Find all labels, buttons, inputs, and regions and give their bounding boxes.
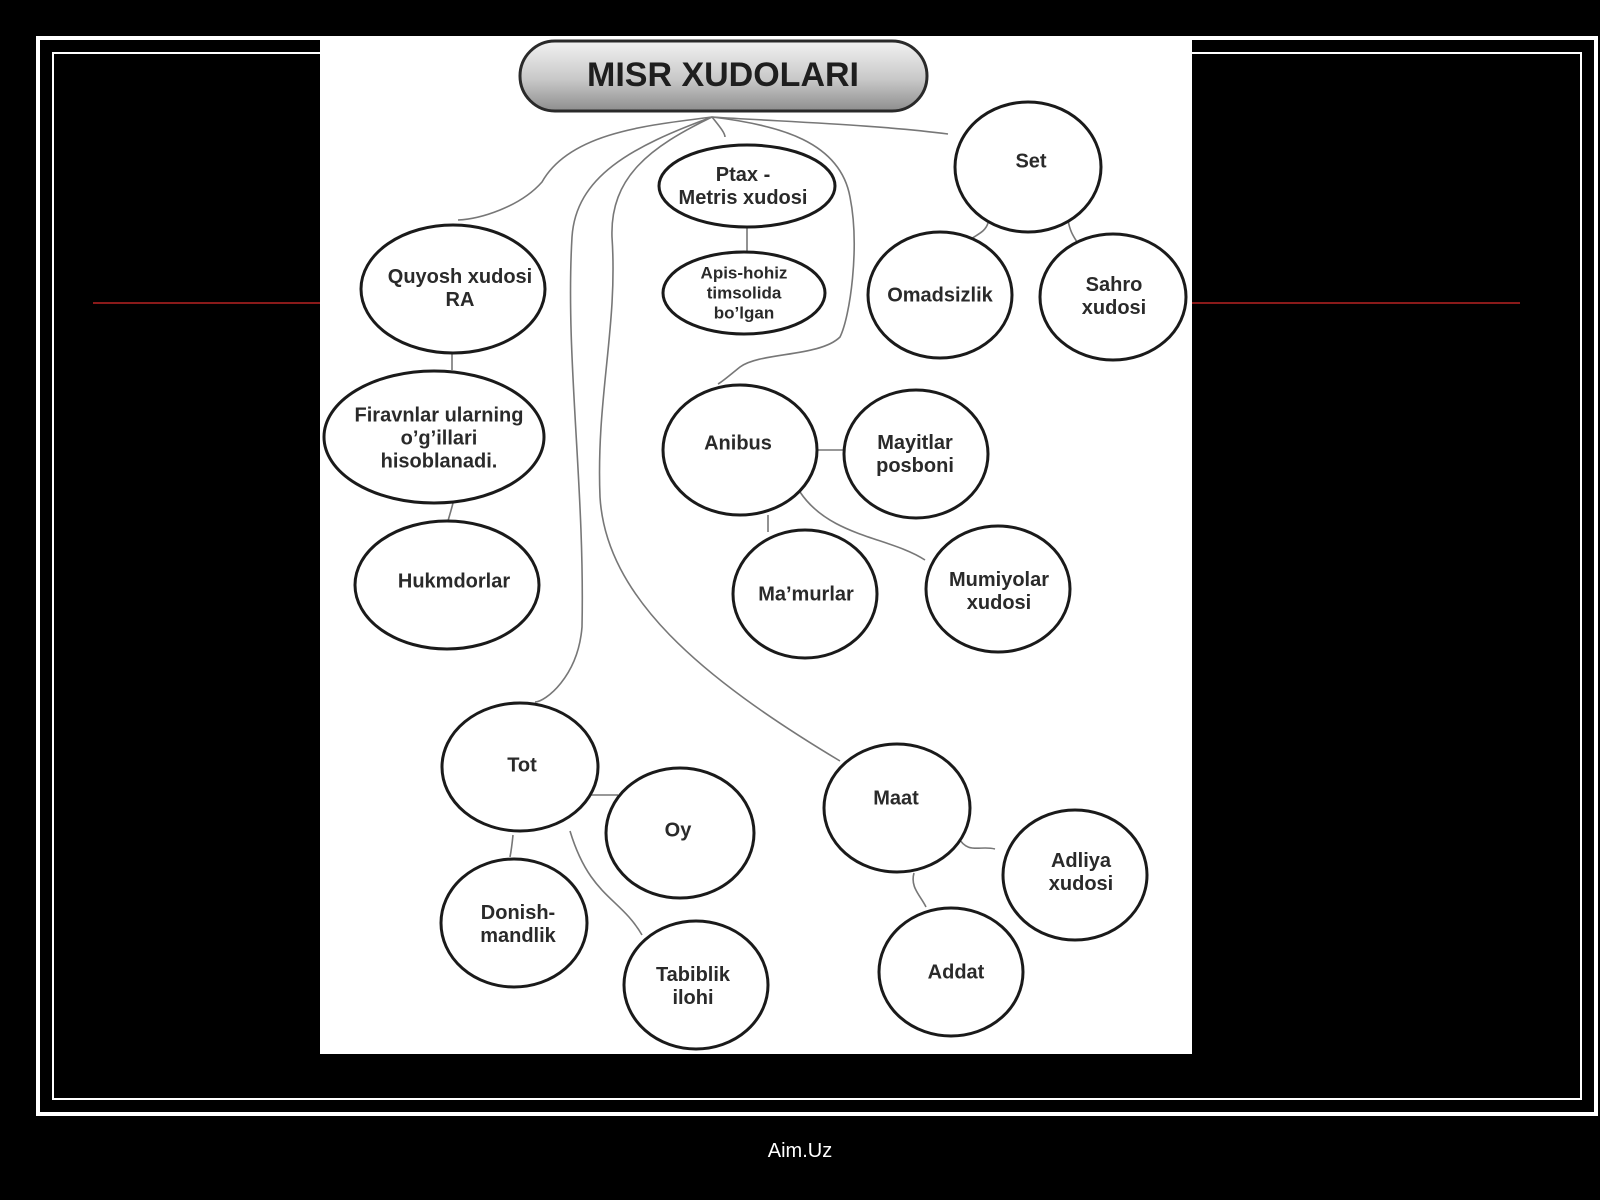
diagram-canvas: MISR XUDOLARI Ptax -Metris xu [322, 39, 1188, 1051]
connector-set-sahro [1067, 219, 1078, 243]
node-omadsizlik-label: Omadsizlik [887, 284, 993, 306]
connector-tot-tabiblik [569, 830, 643, 936]
node-label-line: Hukmdorlar [398, 570, 510, 592]
node-firavnlar-ellipse [322, 369, 546, 505]
node-oy-ellipse [604, 766, 756, 900]
node-label-line: Mayitlar [877, 432, 953, 454]
node-label-line: Ptax - [716, 164, 770, 186]
node-label-line: posboni [876, 455, 954, 477]
connector-title-maat [598, 116, 841, 762]
node-hukmdorlar-ellipse [353, 519, 541, 651]
node-label-line: Tot [507, 754, 537, 776]
node-ptax-ellipse [657, 143, 837, 229]
node-set-ellipse [953, 100, 1103, 234]
node-label-line: xudosi [967, 592, 1031, 614]
node-hukmdorlar-label: Hukmdorlar [398, 570, 510, 592]
node-omadsizlik-ellipse [866, 230, 1014, 360]
concept-diagram: MISR XUDOLARI Ptax -Metris xu [320, 37, 1192, 1054]
node-label-line: o’g’illari [401, 427, 478, 449]
node-apis-ellipse [661, 250, 827, 336]
connector-tot-donish [509, 834, 514, 858]
node-ptax-label: Ptax -Metris xudosi [679, 164, 808, 209]
node-label-line: Quyosh xudosi [388, 266, 532, 288]
connector-title-tot [534, 116, 713, 703]
connector-firavnlar-hukmdorlar [447, 502, 454, 522]
node-label-line: Maat [873, 787, 919, 809]
node-tot-label: Tot [507, 754, 537, 776]
connector-lines [447, 116, 1078, 936]
node-label-line: timsolida [707, 283, 782, 302]
node-mamurlar-label: Ma’murlar [758, 583, 854, 605]
node-label-line: Ma’murlar [758, 583, 854, 605]
node-donish-ellipse [439, 857, 589, 989]
node-label-line: ilohi [672, 987, 713, 1009]
node-anibus-ellipse [661, 383, 819, 517]
node-adliya-ellipse [1001, 808, 1149, 942]
connector-title-set [711, 116, 949, 135]
node-addat-label: Addat [928, 961, 985, 983]
node-label-line: Donish- [481, 902, 555, 924]
node-label-line: Oy [665, 819, 693, 841]
connector-title-anibus [711, 116, 855, 385]
node-label-line: Firavnlar ularning [355, 404, 524, 426]
node-donish-label: Donish-mandlik [480, 902, 556, 947]
accent-line-left [93, 302, 320, 304]
node-addat-ellipse [877, 906, 1025, 1038]
node-label-line: xudosi [1049, 873, 1113, 895]
node-label-line: mandlik [480, 925, 556, 947]
node-sahro-ellipse [1038, 232, 1188, 362]
node-tabiblik-ellipse [622, 919, 770, 1051]
node-label-line: bo’lgan [714, 303, 774, 322]
node-ra-ellipse [359, 223, 547, 355]
accent-line-right [1192, 302, 1520, 304]
node-label-line: Set [1015, 150, 1046, 172]
node-label-line: Sahro [1086, 274, 1143, 296]
node-label-line: Addat [928, 961, 985, 983]
node-oy-label: Oy [665, 819, 693, 841]
node-label-line: Apis-hohiz [701, 263, 788, 282]
connector-title-ptax [711, 116, 726, 138]
connector-title-ra [457, 116, 713, 221]
diagram-title: MISR XUDOLARI [587, 56, 859, 94]
node-tot-ellipse [440, 701, 600, 833]
connector-anibus-mumiyolar [799, 491, 926, 561]
node-label-line: xudosi [1082, 297, 1146, 319]
node-maat-ellipse [822, 742, 972, 874]
node-label-line: Mumiyolar [949, 569, 1049, 591]
node-mayitlar-ellipse [842, 388, 990, 520]
node-label-line: Omadsizlik [887, 284, 993, 306]
diagram-nodes [322, 100, 1188, 1051]
node-maat-label: Maat [873, 787, 919, 809]
footer-text: Aim.Uz [767, 1140, 833, 1162]
connector-maat-adliya [957, 836, 996, 850]
node-label-line: RA [446, 289, 475, 311]
node-label-line: Anibus [704, 432, 772, 454]
node-anibus-label: Anibus [704, 432, 772, 454]
node-mamurlar-ellipse [731, 528, 879, 660]
node-set-label: Set [1015, 150, 1046, 172]
connector-maat-addat [912, 872, 927, 908]
node-label-line: hisoblanadi. [381, 450, 498, 472]
node-mumiyolar-ellipse [924, 524, 1072, 654]
node-label-line: Metris xudosi [679, 187, 808, 209]
title-pill: MISR XUDOLARI [518, 39, 929, 113]
node-label-line: Tabiblik [656, 964, 731, 986]
node-label-line: Adliya [1051, 850, 1112, 872]
